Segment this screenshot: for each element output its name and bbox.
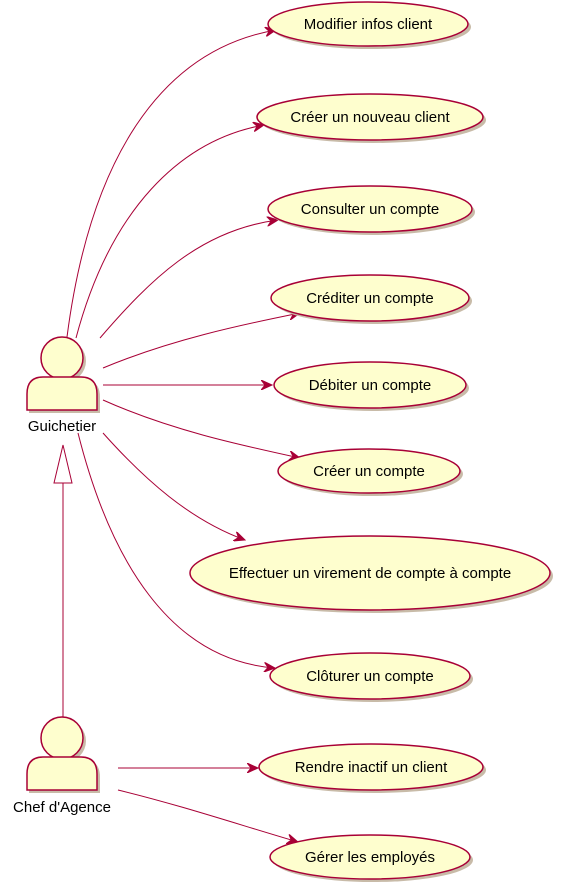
actor-guichetier[interactable]: Guichetier: [26, 336, 100, 435]
usecase-label: Effectuer un virement de compte à compte: [229, 565, 511, 582]
usecase-creer-compte[interactable]: Créer un compte: [277, 448, 463, 496]
association-modifier: [66, 30, 276, 338]
association-cloturer: [77, 432, 275, 668]
usecase-cloturer[interactable]: Clôturer un compte: [269, 652, 473, 702]
actor-chef-agence[interactable]: Chef d'Agence: [13, 716, 111, 816]
association-creer-client: [75, 125, 264, 339]
usecase-virement[interactable]: Effectuer un virement de compte à compte: [189, 535, 553, 613]
generalization: [53, 444, 73, 718]
association-gerer: [117, 789, 298, 842]
usecase-label: Créer un compte: [313, 463, 425, 480]
usecase-inactif[interactable]: Rendre inactif un client: [258, 743, 486, 793]
actor-icon: [26, 336, 100, 413]
usecase-label: Modifier infos client: [304, 16, 433, 33]
usecase-debiter[interactable]: Débiter un compte: [273, 361, 469, 411]
actor-label-chef-agence: Chef d'Agence: [13, 799, 111, 816]
usecase-label: Gérer les employés: [305, 849, 435, 866]
association-creer-compte: [102, 399, 300, 458]
usecase-creer-client[interactable]: Créer un nouveau client: [256, 93, 486, 143]
usecase-crediter[interactable]: Créditer un compte: [270, 274, 472, 324]
actor-icon: [26, 716, 100, 793]
usecase-label: Débiter un compte: [309, 377, 432, 394]
usecase-consulter[interactable]: Consulter un compte: [267, 185, 475, 235]
association-consulter: [99, 220, 278, 339]
usecase-modifier[interactable]: Modifier infos client: [267, 1, 471, 49]
usecase-gerer[interactable]: Gérer les employés: [269, 834, 473, 882]
association-crediter: [102, 313, 300, 369]
association-virement: [102, 432, 245, 540]
actor-label-guichetier: Guichetier: [28, 418, 96, 435]
usecase-label: Créer un nouveau client: [290, 109, 450, 126]
usecase-label: Clôturer un compte: [306, 668, 434, 685]
usecase-label: Créditer un compte: [306, 290, 434, 307]
associations: [66, 30, 300, 842]
usecase-label: Consulter un compte: [301, 201, 439, 218]
usecase-label: Rendre inactif un client: [295, 759, 448, 776]
